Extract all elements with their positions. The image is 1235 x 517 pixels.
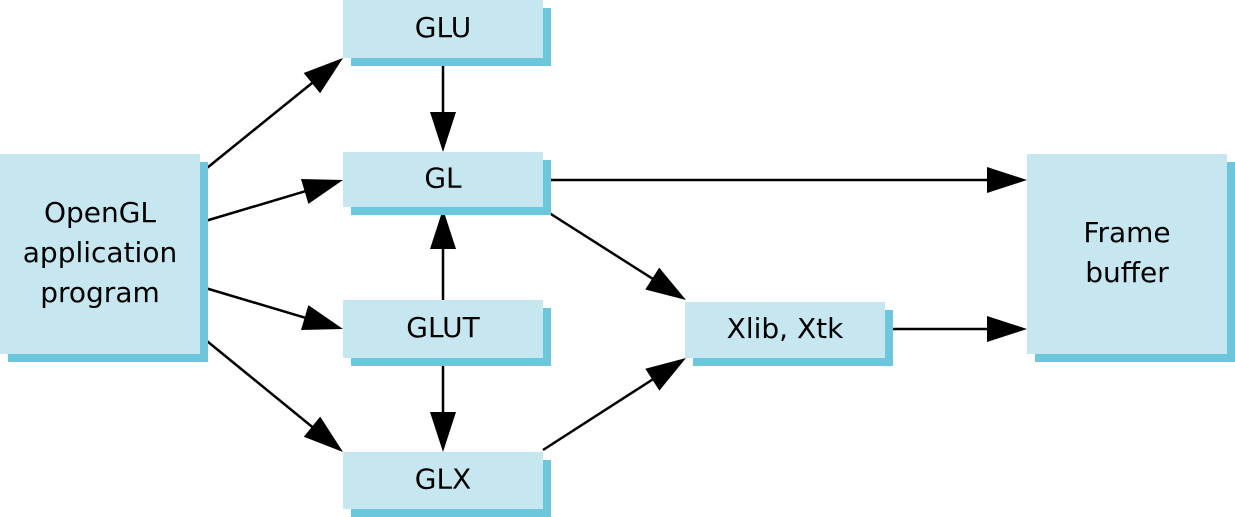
edge-app-to-glut [201, 285, 343, 330]
node-app: OpenGL application program [0, 154, 208, 362]
edge-app-to-glut-arrowhead [301, 305, 343, 330]
edge-xlib-to-fb [885, 316, 1027, 342]
node-gl: GL [343, 152, 551, 215]
edge-app-to-glx-arrowhead [303, 416, 343, 452]
edge-app-to-gl [201, 179, 343, 224]
edge-glut-to-gl [430, 209, 456, 300]
node-glut-box [343, 300, 543, 358]
node-gl-box [343, 152, 543, 207]
edge-app-to-glut-line [201, 285, 307, 320]
edge-glx-to-xlib [542, 358, 686, 452]
node-fb-box [1027, 154, 1227, 354]
edge-gl-to-xlib-line [542, 207, 655, 281]
edge-gl-to-fb-arrowhead [987, 167, 1027, 193]
edge-gl-to-xlib [542, 207, 686, 300]
node-glut-label-0: GLUT [406, 311, 480, 344]
edge-glu-to-gl [430, 58, 456, 152]
node-glx-box [343, 452, 543, 509]
node-glu: GLU [343, 0, 551, 66]
edge-glut-to-glx-arrowhead [430, 412, 456, 452]
edge-glx-to-xlib-arrowhead [645, 358, 686, 391]
edge-app-to-gl-arrowhead [301, 179, 343, 204]
edge-app-to-gl-line [201, 189, 307, 224]
node-gl-label-0: GL [424, 162, 462, 195]
edge-gl-to-fb [543, 167, 1027, 193]
node-xlib-label-0: Xlib, Xtk [727, 312, 844, 345]
edges-layer [201, 58, 1027, 452]
node-xlib: Xlib, Xtk [685, 302, 893, 366]
edge-app-to-glu [201, 58, 343, 173]
node-glx: GLX [343, 452, 551, 517]
edge-glut-to-glx [430, 358, 456, 452]
node-app-label-2: program [40, 276, 160, 309]
node-fb-label-1: buffer [1085, 256, 1169, 289]
edge-glx-to-xlib-line [542, 377, 655, 452]
edge-app-to-glx-line [201, 336, 315, 429]
edge-app-to-glu-line [201, 80, 315, 173]
node-glu-box [343, 0, 543, 58]
node-fb: Frame buffer [1027, 154, 1235, 362]
node-app-label-1: application [23, 236, 177, 269]
node-glu-label-0: GLU [415, 11, 471, 44]
edge-gl-to-xlib-arrowhead [645, 267, 686, 300]
node-app-box [0, 154, 200, 354]
node-glut: GLUT [343, 300, 551, 366]
edge-glu-to-gl-arrowhead [430, 112, 456, 152]
node-fb-label-0: Frame [1083, 216, 1170, 249]
node-xlib-box [685, 302, 885, 358]
node-app-label-0: OpenGL [44, 196, 156, 229]
edge-glut-to-gl-arrowhead [430, 209, 456, 249]
node-glx-label-0: GLX [415, 463, 471, 496]
edge-xlib-to-fb-arrowhead [987, 316, 1027, 342]
edge-app-to-glx [201, 336, 343, 452]
edge-app-to-glu-arrowhead [303, 58, 343, 94]
